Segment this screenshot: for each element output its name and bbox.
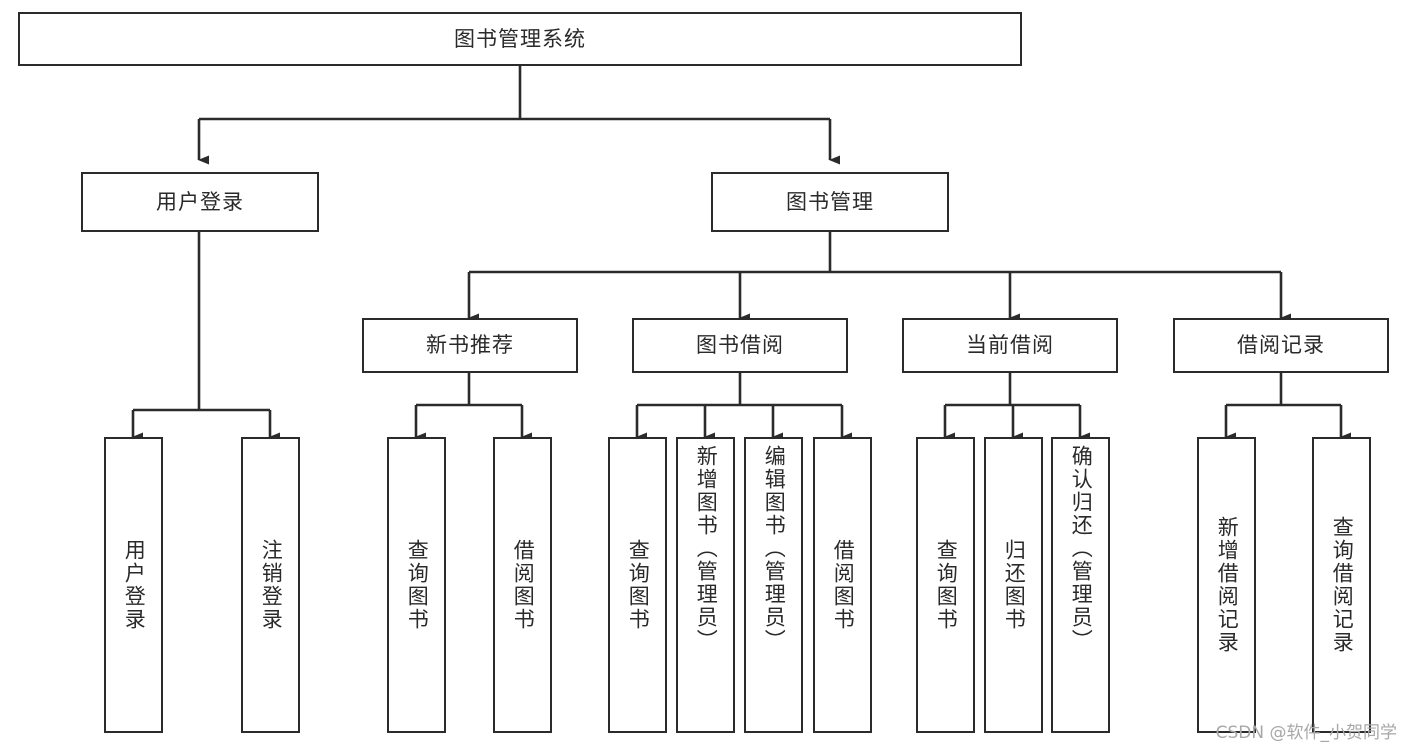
leaf-book-borrow-4[interactable]: 借阅图书 (813, 437, 872, 733)
leaf-book-borrow-3-label: 编辑图书（管理员） (762, 445, 787, 652)
node-borrow-record-label: 借阅记录 (1237, 333, 1325, 358)
node-root[interactable]: 图书管理系统 (18, 12, 1022, 66)
leaf-current-borrow-2[interactable]: 归还图书 (984, 437, 1043, 733)
leaf-user-login-2-label: 注销登录 (259, 539, 284, 631)
leaf-new-book-rec-1[interactable]: 查询图书 (387, 437, 446, 733)
leaf-current-borrow-3-label: 确认归还（管理员） (1069, 445, 1094, 652)
leaf-borrow-record-1-label: 新增借阅记录 (1215, 516, 1240, 654)
leaf-user-login-2[interactable]: 注销登录 (241, 437, 300, 733)
node-user-login-label: 用户登录 (156, 189, 244, 214)
node-book-borrow[interactable]: 图书借阅 (632, 318, 848, 373)
leaf-new-book-rec-1-label: 查询图书 (405, 539, 430, 631)
leaf-borrow-record-2-label: 查询借阅记录 (1330, 516, 1355, 654)
node-root-label: 图书管理系统 (454, 26, 586, 51)
watermark: CSDN @软件_小贺同学 (1215, 723, 1397, 743)
leaf-book-borrow-1-label: 查询图书 (626, 539, 651, 631)
leaf-borrow-record-2[interactable]: 查询借阅记录 (1312, 437, 1371, 733)
leaf-current-borrow-2-label: 归还图书 (1002, 539, 1027, 631)
leaf-book-borrow-4-label: 借阅图书 (831, 539, 856, 631)
leaf-borrow-record-1[interactable]: 新增借阅记录 (1197, 437, 1256, 733)
leaf-book-borrow-1[interactable]: 查询图书 (608, 437, 667, 733)
node-book-manage-label: 图书管理 (786, 189, 874, 214)
node-current-borrow[interactable]: 当前借阅 (902, 318, 1118, 373)
node-new-book-rec[interactable]: 新书推荐 (362, 318, 578, 373)
leaf-book-borrow-2-label: 新增图书（管理员） (694, 445, 719, 652)
leaf-current-borrow-3[interactable]: 确认归还（管理员） (1051, 437, 1110, 733)
leaf-book-borrow-3[interactable]: 编辑图书（管理员） (744, 437, 803, 733)
leaf-current-borrow-1-label: 查询图书 (934, 539, 959, 631)
node-borrow-record[interactable]: 借阅记录 (1173, 318, 1389, 373)
leaf-book-borrow-2[interactable]: 新增图书（管理员） (676, 437, 735, 733)
leaf-user-login-1-label: 用户登录 (122, 539, 147, 631)
node-book-borrow-label: 图书借阅 (696, 333, 784, 358)
leaf-user-login-1[interactable]: 用户登录 (104, 437, 163, 733)
leaf-current-borrow-1[interactable]: 查询图书 (916, 437, 975, 733)
leaf-new-book-rec-2-label: 借阅图书 (511, 539, 536, 631)
node-user-login[interactable]: 用户登录 (81, 172, 319, 232)
leaf-new-book-rec-2[interactable]: 借阅图书 (493, 437, 552, 733)
node-new-book-rec-label: 新书推荐 (426, 333, 514, 358)
node-book-manage[interactable]: 图书管理 (711, 172, 949, 232)
node-current-borrow-label: 当前借阅 (966, 333, 1054, 358)
